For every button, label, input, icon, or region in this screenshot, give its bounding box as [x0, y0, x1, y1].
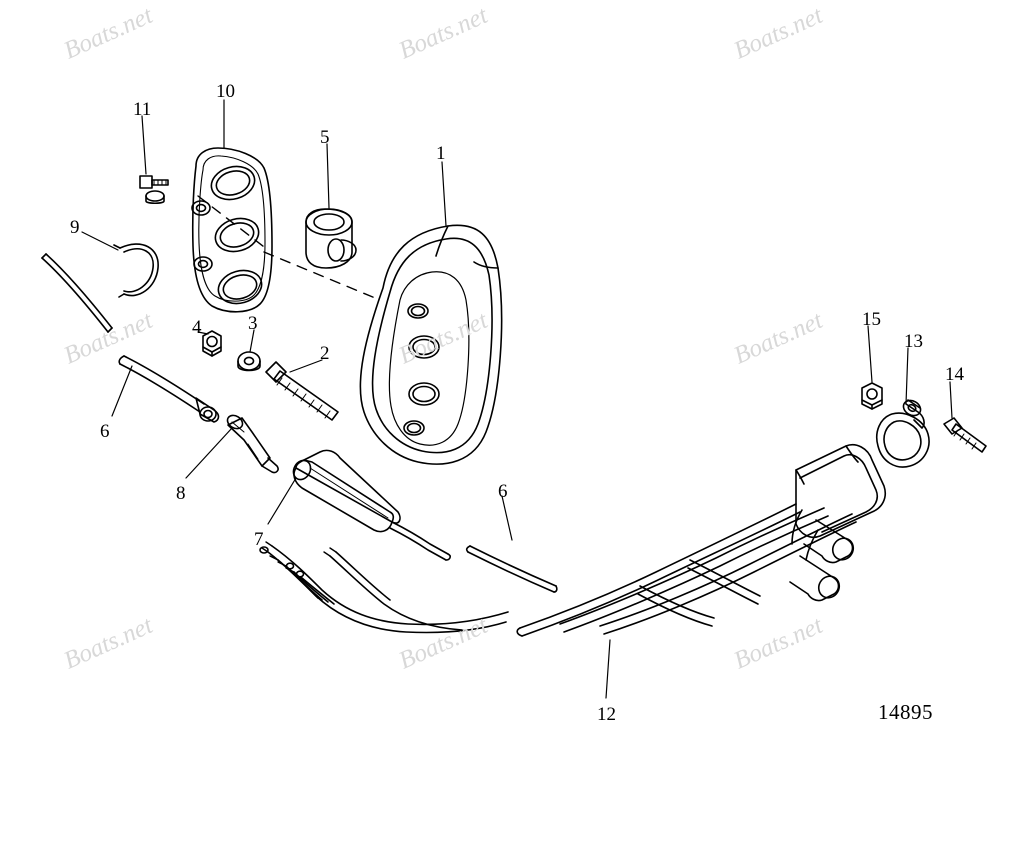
callout-5: 5: [320, 127, 330, 148]
drawing-number: 14895: [878, 700, 933, 724]
part-8-sleeve: [226, 414, 279, 474]
leader-lines: [81, 99, 953, 699]
callout-13: 13: [904, 331, 923, 352]
callout-11: 11: [133, 99, 152, 120]
part-13-clamp: [876, 399, 930, 468]
callout-8: 8: [176, 483, 186, 504]
part-3-washer: [237, 351, 261, 372]
part-5-boot: [305, 208, 357, 269]
callout-7: 7: [254, 529, 264, 550]
part-12-wiring-harness: [516, 444, 887, 637]
part-15-nut: [861, 382, 883, 410]
callout-15: 15: [862, 309, 881, 330]
callout-14: 14: [945, 364, 964, 385]
part-9-clip: [113, 243, 159, 298]
callout-3: 3: [248, 313, 258, 334]
wire-bundle-left: [259, 541, 509, 634]
part-14-screw: [943, 417, 987, 453]
callout-10: 10: [216, 81, 235, 102]
part-1-control-panel: [359, 224, 503, 465]
callout-6-left: 6: [100, 421, 110, 442]
callout-1: 1: [436, 143, 446, 164]
part-6-lead-mid: [465, 545, 558, 593]
part-4-lock-nut: [202, 330, 222, 357]
part-6-cable-left: [118, 355, 220, 423]
part-11-screw: [139, 175, 169, 205]
part-6-lead-left: [41, 253, 113, 333]
callout-4: 4: [192, 317, 202, 338]
part-7-harness-tube: [292, 449, 451, 561]
part-2-screw: [265, 361, 339, 421]
part-10-bezel-plate: [191, 147, 273, 313]
callout-6-mid: 6: [498, 481, 508, 502]
callout-12: 12: [597, 704, 616, 725]
callout-2: 2: [320, 343, 330, 364]
callout-9: 9: [70, 217, 80, 238]
